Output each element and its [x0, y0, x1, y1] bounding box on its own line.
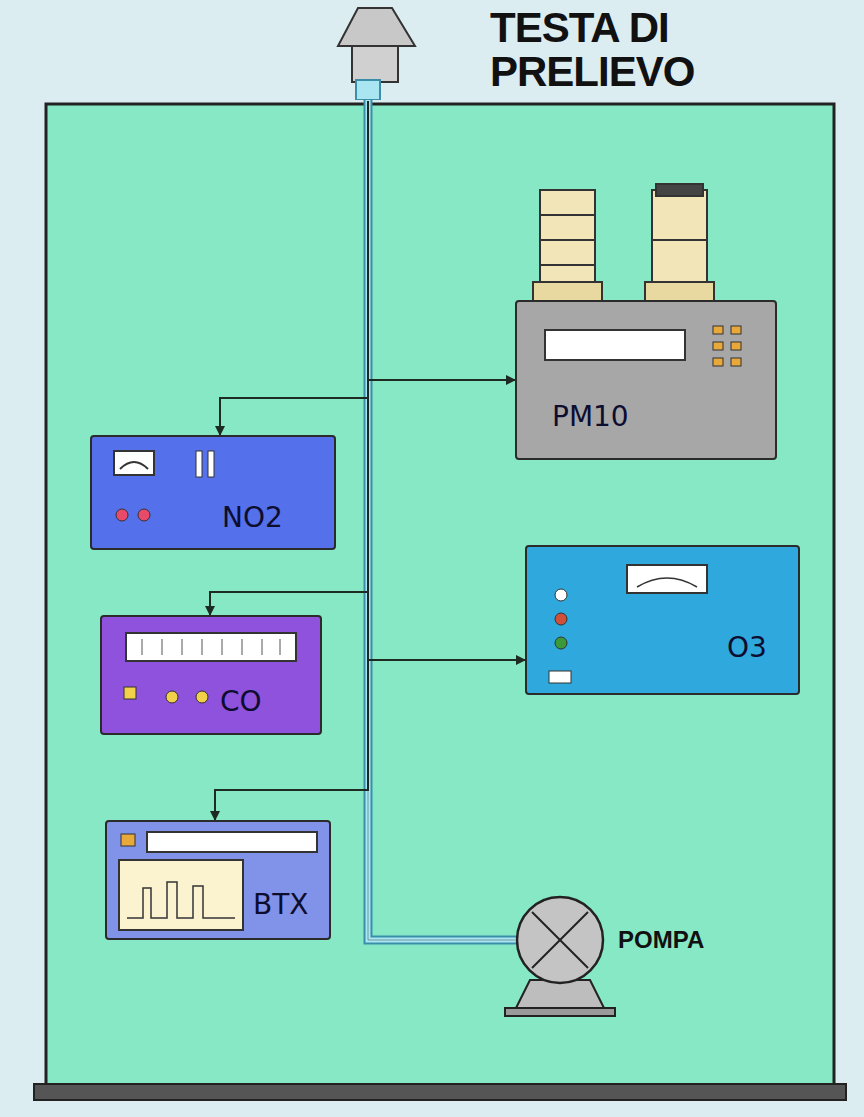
pm10-inlets	[533, 184, 714, 302]
sample-arrow	[368, 101, 515, 380]
instrument-label: O3	[727, 633, 767, 664]
inlet-cap	[656, 184, 703, 196]
instrument-label: BTX	[253, 890, 309, 921]
sampling-pipe	[368, 100, 520, 940]
co-analyser: CO	[100, 615, 322, 735]
pm10-analyser: PM10	[515, 300, 777, 460]
inlet-ring	[540, 264, 595, 266]
btx-analyser: BTX	[105, 820, 331, 940]
instrument-label: CO	[220, 687, 262, 718]
floor	[34, 1084, 846, 1100]
no2-analyser-drawing	[92, 437, 338, 552]
inlet-base	[533, 282, 602, 302]
pump-line	[368, 101, 515, 940]
inlet-ring	[540, 214, 595, 216]
instrument-label: NO2	[222, 503, 283, 534]
sample-arrow	[220, 101, 368, 435]
pm10-analyser-drawing	[517, 302, 779, 462]
head-label: TESTA DI PRELIEVO	[490, 6, 740, 94]
pump-plate	[505, 1008, 615, 1016]
inlet-tube	[652, 190, 707, 290]
pump-label: POMPA	[618, 927, 704, 953]
pump: POMPA	[515, 895, 730, 985]
o3-analyser-drawing	[527, 547, 802, 697]
btx-analyser-drawing	[107, 822, 333, 942]
sample-arrow	[368, 101, 525, 660]
co-analyser-drawing	[102, 617, 324, 737]
pump-foot	[515, 980, 605, 1010]
no2-analyser: NO2	[90, 435, 336, 550]
inlet-ring	[652, 239, 707, 241]
pipe-outline	[368, 100, 520, 940]
instrument-label: PM10	[552, 402, 629, 433]
sampling-head: TESTA DI PRELIEVO	[330, 0, 750, 101]
pipe-fill	[368, 100, 520, 940]
inlet-base	[645, 282, 714, 302]
inlet-tube	[540, 190, 595, 290]
inlet-ring	[540, 239, 595, 241]
o3-analyser: O3	[525, 545, 800, 695]
pump-base	[505, 980, 615, 1016]
